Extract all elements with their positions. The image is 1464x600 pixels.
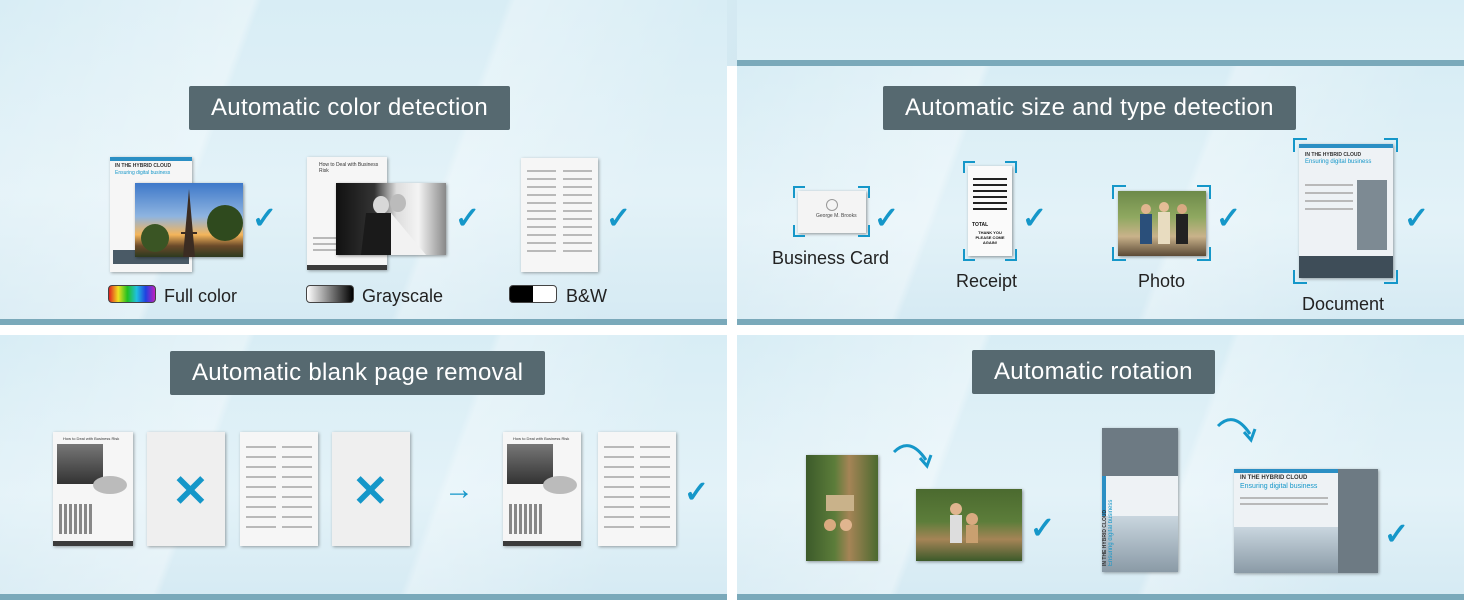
grayscale-label: Grayscale [362, 286, 444, 306]
business-card-label: Business Card [772, 248, 890, 268]
wedding-photo-grayscale [336, 183, 446, 255]
receipt-label: Receipt [956, 271, 1018, 291]
text-page [240, 432, 318, 546]
photo-corner-bracket [1112, 185, 1126, 199]
upright-garden-photo [916, 489, 1022, 561]
receipt-total: TOTAL [972, 222, 989, 228]
check-icon: ✓ [1384, 518, 1410, 551]
receipt-thanks: THANK YOU PLEASE COME AGAIN! [975, 230, 1005, 245]
upright-doc-line2: Ensuring digital business [1240, 483, 1318, 490]
receipt-corner-bracket [963, 249, 975, 261]
garden-people-icon [824, 495, 854, 531]
card-corner-bracket [858, 186, 870, 198]
arrow-right-icon: → [444, 473, 474, 506]
curved-arrow-icon [892, 444, 933, 469]
receipt-corner-bracket [1005, 249, 1017, 261]
eiffel-tower-icon [141, 189, 243, 257]
blank-page [332, 432, 410, 546]
upright-doc-line1: IN THE HYBRID CLOUD [1240, 475, 1308, 481]
blank-page [147, 432, 225, 546]
rotated-hybrid-document: Ensuring digital business IN THE HYBRID … [1102, 428, 1178, 572]
card-corner-bracket [858, 225, 870, 237]
photo-corner-bracket [1112, 247, 1126, 261]
bw-swatch [509, 285, 557, 303]
x-icon: ✕ [172, 467, 209, 516]
x-icon: ✕ [352, 467, 389, 516]
result-page-with-chart: How to Deal with Business Risk [503, 432, 581, 546]
rotated-doc-line2: Ensuring digital business [1108, 499, 1114, 566]
photo-label: Photo [1138, 271, 1186, 291]
check-icon: ✓ [1216, 202, 1242, 235]
color-detection-title: Automatic color detection [189, 86, 510, 130]
check-icon: ✓ [606, 202, 632, 235]
document-corner-bracket [1293, 138, 1307, 152]
receipt-corner-bracket [963, 161, 975, 173]
receipt-corner-bracket [1005, 161, 1017, 173]
upright-hybrid-document: IN THE HYBRID CLOUD Ensuring digital bus… [1234, 469, 1378, 573]
rotation-title: Automatic rotation [972, 350, 1215, 394]
risk-title: How to Deal with Business Risk [319, 162, 379, 174]
check-icon: ✓ [455, 202, 481, 235]
bw-document [521, 158, 598, 272]
check-icon: ✓ [252, 202, 278, 235]
rotated-doc-line1: IN THE HYBRID CLOUD [1102, 509, 1108, 566]
check-icon: ✓ [874, 202, 900, 235]
result-text-page [598, 432, 676, 546]
card-name: George M. Brooks [816, 213, 857, 219]
business-card: George M. Brooks [798, 191, 866, 233]
grayscale-swatch [306, 285, 354, 303]
document-corner-bracket [1384, 270, 1398, 284]
rotated-garden-photo [806, 455, 878, 561]
hybrid-line1: IN THE HYBRID CLOUD [115, 163, 172, 169]
blank-removal-title: Automatic blank page removal [170, 351, 546, 395]
card-corner-bracket [793, 186, 805, 198]
size-detection-title: Automatic size and type detection [883, 86, 1296, 130]
bw-label: B&W [566, 286, 608, 306]
size-detection-panel-top [737, 0, 1464, 66]
risk-title: How to Deal with Business Risk [513, 436, 570, 441]
couple-icon [361, 194, 426, 255]
garden-people-icon [950, 503, 978, 543]
full-color-swatch [108, 285, 156, 303]
page-with-chart: How to Deal with Business Risk [53, 432, 133, 546]
hybrid-cloud-document: IN THE HYBRID CLOUD Ensuring digital bus… [1299, 144, 1393, 278]
doc-line1: IN THE HYBRID CLOUD [1305, 152, 1362, 158]
document-corner-bracket [1384, 138, 1398, 152]
document-label: Document [1302, 294, 1385, 314]
check-icon: ✓ [1022, 202, 1048, 235]
photo-corner-bracket [1197, 247, 1211, 261]
risk-title: How to Deal with Business Risk [63, 436, 120, 441]
document-corner-bracket [1293, 270, 1307, 284]
check-icon: ✓ [1404, 202, 1430, 235]
curved-arrow-icon [1216, 418, 1257, 443]
hybrid-line2: Ensuring digital business [115, 170, 171, 176]
people-icon [1140, 202, 1188, 244]
horizontal-divider [0, 325, 1464, 335]
check-icon: ✓ [1030, 512, 1056, 545]
family-photo [1118, 191, 1206, 256]
check-icon: ✓ [684, 476, 710, 509]
receipt: TOTAL THANK YOU PLEASE COME AGAIN! [968, 166, 1012, 256]
card-corner-bracket [793, 225, 805, 237]
full-color-label: Full color [164, 286, 238, 306]
eiffel-photo [135, 183, 243, 257]
photo-corner-bracket [1197, 185, 1211, 199]
doc-line2: Ensuring digital business [1305, 159, 1372, 165]
